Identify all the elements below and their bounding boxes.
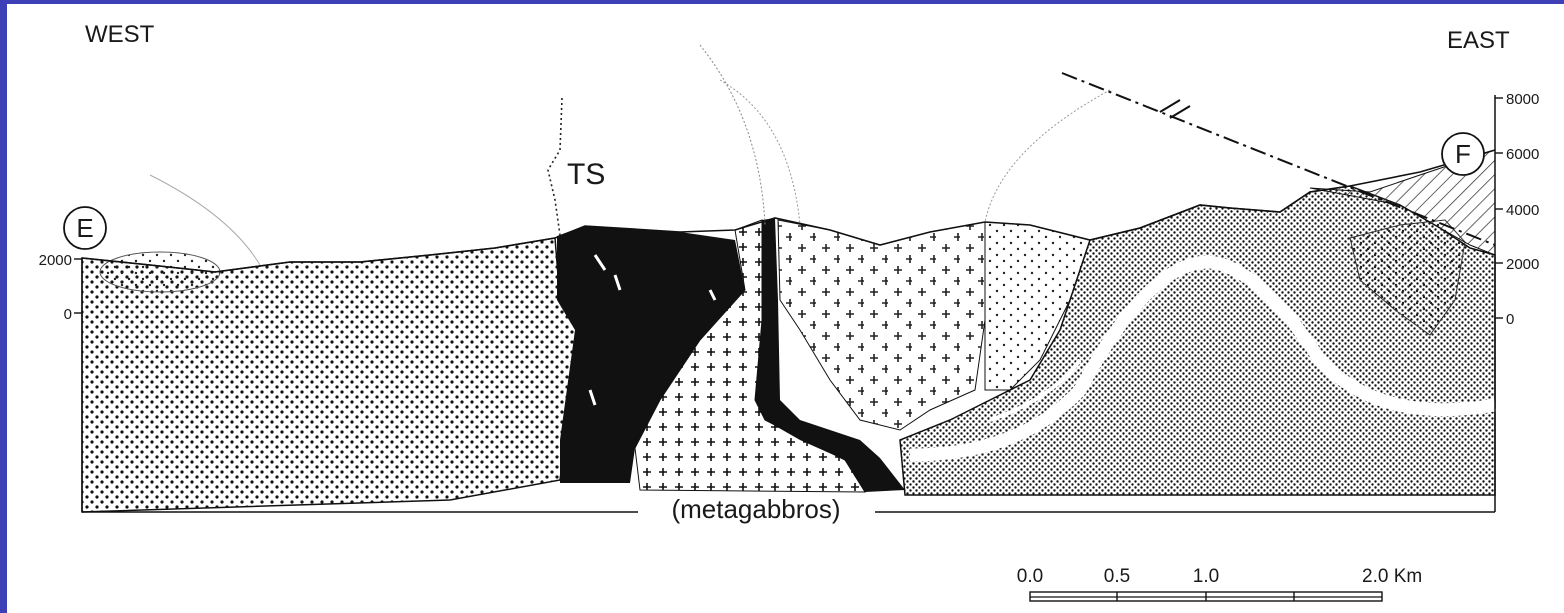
top-border	[0, 0, 1564, 4]
projected-trace	[720, 80, 800, 225]
scale-label: 2.0 Km	[1362, 566, 1422, 587]
ts-trace	[548, 98, 562, 235]
west-label: WEST	[85, 21, 155, 48]
projected-trace	[700, 45, 765, 225]
scale-label: 1.0	[1193, 566, 1219, 587]
elevation-tick-label: 2000	[39, 252, 72, 269]
projected-trace	[150, 175, 260, 265]
projected-trace	[985, 90, 1110, 222]
west-lens	[100, 252, 220, 292]
left-border	[0, 0, 7, 613]
ts-label: TS	[567, 158, 605, 191]
elevation-tick-label: 6000	[1506, 146, 1539, 163]
elevation-tick-label: 0	[64, 306, 72, 323]
scale-label: 0.5	[1104, 566, 1130, 587]
right-elevation-axis: 8000 6000 4000 2000 0	[1495, 91, 1539, 328]
scale-bar: 0.0 0.5 1.0 2.0 Km	[1017, 566, 1422, 601]
section-start-label: E	[76, 213, 93, 243]
east-label: EAST	[1447, 27, 1510, 54]
elevation-tick-label: 0	[1506, 311, 1514, 328]
metagabbros-label: (metagabbros)	[671, 494, 840, 524]
plus-unit-central	[778, 220, 985, 430]
elevation-tick-label: 8000	[1506, 91, 1539, 108]
elevation-tick-label: 2000	[1506, 256, 1539, 273]
section-end-label: F	[1455, 139, 1471, 169]
scale-label: 0.0	[1017, 566, 1043, 587]
elevation-tick-label: 4000	[1506, 202, 1539, 219]
fault-arrow-icon	[1160, 100, 1190, 118]
left-elevation-axis: 2000 0	[39, 252, 82, 323]
